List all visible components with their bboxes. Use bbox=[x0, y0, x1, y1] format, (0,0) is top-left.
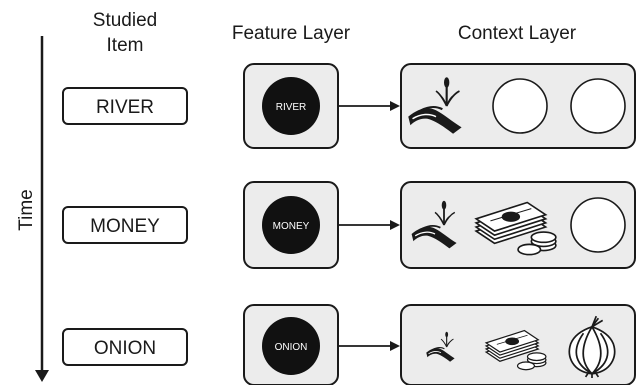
time-label: Time bbox=[16, 189, 37, 231]
feature-node-label: MONEY bbox=[273, 221, 310, 232]
studied-item-label: ONION bbox=[94, 338, 156, 359]
studied-item-label: MONEY bbox=[90, 216, 160, 237]
empty-context-slot bbox=[570, 78, 626, 134]
studied-item-label: RIVER bbox=[96, 97, 154, 118]
studied-item-header-line1: Studied bbox=[93, 10, 157, 31]
feature-layer-header: Feature Layer bbox=[232, 23, 351, 44]
feature-node-label: RIVER bbox=[276, 102, 307, 113]
studied-item-box bbox=[62, 206, 188, 244]
studied-item-box bbox=[62, 328, 188, 366]
feature-node bbox=[262, 196, 320, 254]
row-onion: ONION ONION bbox=[62, 304, 636, 385]
context-layer-header: Context Layer bbox=[458, 23, 577, 44]
studied-item-box bbox=[62, 87, 188, 125]
empty-context-slot bbox=[492, 78, 548, 134]
studied-item-header-line2: Item bbox=[107, 35, 144, 56]
row-river: RIVER RIVER bbox=[62, 63, 636, 149]
feature-node bbox=[262, 77, 320, 135]
empty-context-slot bbox=[570, 197, 626, 253]
time-axis-arrowhead bbox=[35, 370, 49, 382]
feature-node-label: ONION bbox=[275, 342, 308, 353]
feature-node bbox=[262, 317, 320, 375]
row-money: MONEY MONEY bbox=[62, 181, 636, 269]
